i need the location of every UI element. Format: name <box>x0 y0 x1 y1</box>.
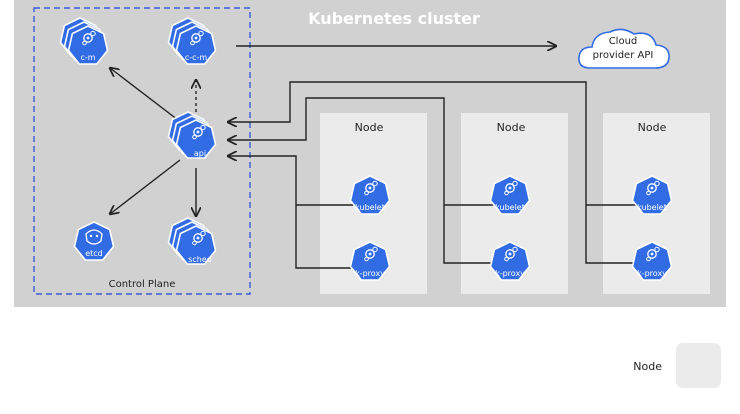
node1-kproxy-label: k-proxy <box>355 269 385 278</box>
cm-label: c-m <box>80 53 95 62</box>
etcd-component: etcd <box>73 221 115 261</box>
node2-to-api-line <box>228 97 498 264</box>
sched-component: sched <box>167 217 217 265</box>
control-plane-box <box>33 7 251 295</box>
cloud-line2: provider API <box>593 50 654 61</box>
api-component: api <box>167 111 217 159</box>
node1-kubelet-label: kubelet <box>355 203 385 212</box>
legend: Node <box>633 343 721 388</box>
cluster-title: Kubernetes cluster <box>308 9 480 28</box>
node3-kubelet-label: kubelet <box>637 203 667 212</box>
node2-kubelet-label: kubelet <box>495 203 525 212</box>
node1-kubelet: kubelet <box>349 175 391 215</box>
cm-component: c-m <box>59 17 109 65</box>
api-label: api <box>194 149 206 158</box>
ccm-label: c-c-m <box>185 53 208 62</box>
cloud-icon <box>578 28 670 69</box>
legend-label: Node <box>633 360 662 373</box>
cloud-line1: Cloud <box>609 36 638 47</box>
node1-to-api-line <box>228 156 354 269</box>
node-label-2: Node <box>497 121 526 134</box>
cloud-provider-api: Cloud provider API <box>578 28 670 69</box>
control-plane-label: Control Plane <box>109 279 176 290</box>
node-label-1: Node <box>355 121 384 134</box>
api-to-cm-arrow <box>110 68 179 121</box>
ccm-component: c-c-m <box>167 17 217 65</box>
api-to-etcd-arrow <box>110 159 181 214</box>
node1-kproxy: k-proxy <box>349 241 391 281</box>
node2-kproxy: k-proxy <box>489 241 531 281</box>
etcd-icon <box>85 229 103 245</box>
connection-lines <box>110 46 640 269</box>
node3-kproxy-label: k-proxy <box>637 269 667 278</box>
node2-kproxy-label: k-proxy <box>495 269 525 278</box>
sched-label: sched <box>188 255 212 264</box>
node-label-3: Node <box>638 121 667 134</box>
etcd-label: etcd <box>85 249 103 258</box>
node3-kproxy: k-proxy <box>631 241 673 281</box>
node2-kubelet: kubelet <box>489 175 531 215</box>
node3-kubelet: kubelet <box>631 175 673 215</box>
node3-to-api-line <box>228 81 640 264</box>
legend-node-swatch <box>676 343 721 388</box>
